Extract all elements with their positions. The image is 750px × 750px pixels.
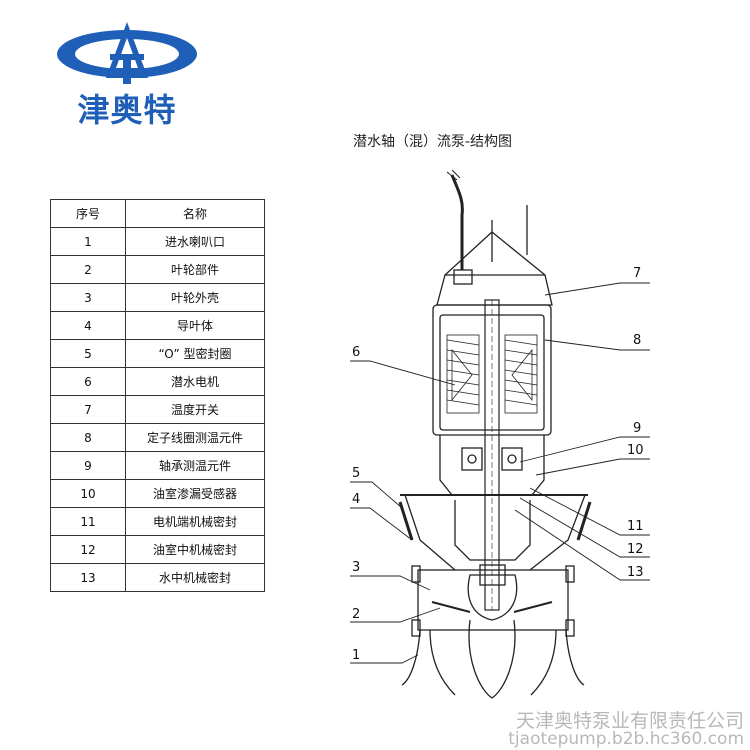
callout-1: 1 xyxy=(352,648,361,663)
callout-8: 8 xyxy=(633,333,642,348)
callout-3: 3 xyxy=(352,560,361,575)
callout-4: 4 xyxy=(352,492,361,507)
row-index: 13 xyxy=(50,563,126,592)
table-row: 5“O” 型密封圈 xyxy=(50,339,265,368)
row-name: 油室渗漏受感器 xyxy=(125,479,265,508)
row-name: 油室中机械密封 xyxy=(125,535,265,564)
row-name: 进水喇叭口 xyxy=(125,227,265,256)
callout-2: 2 xyxy=(352,607,361,622)
diagram-title: 潜水轴（混）流泵-结构图 xyxy=(353,134,513,150)
watermark-company: 天津奥特泵业有限责任公司 xyxy=(515,710,744,732)
callout-11: 11 xyxy=(627,519,644,534)
row-index: 4 xyxy=(50,311,126,340)
watermark-url: tjaotepump.b2b.hc360.com xyxy=(508,729,744,749)
row-name: 潜水电机 xyxy=(125,367,265,396)
callout-7: 7 xyxy=(633,266,642,281)
callout-13: 13 xyxy=(627,565,644,580)
row-name: 水中机械密封 xyxy=(125,563,265,592)
row-name: 电机端机械密封 xyxy=(125,507,265,536)
callout-6: 6 xyxy=(352,345,361,360)
company-logo xyxy=(57,22,197,84)
callout-9: 9 xyxy=(633,421,642,436)
row-index: 2 xyxy=(50,255,126,284)
callout-10: 10 xyxy=(627,443,644,458)
row-name: “O” 型密封圈 xyxy=(125,339,265,368)
row-index: 1 xyxy=(50,227,126,256)
callout-12: 12 xyxy=(627,542,644,557)
callout-5: 5 xyxy=(352,466,361,481)
logo-wordmark: 津奥特 xyxy=(77,91,177,129)
